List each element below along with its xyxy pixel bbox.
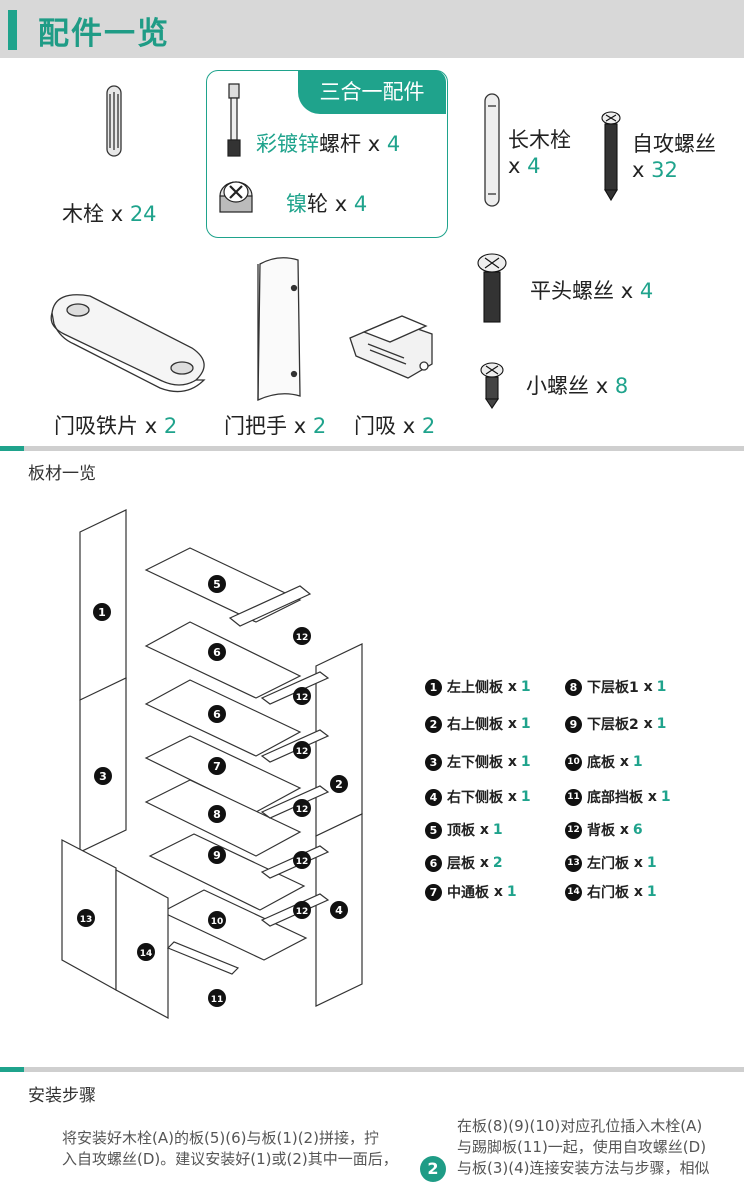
diagram-label: 1 bbox=[98, 606, 106, 619]
flat-head-screw-icon bbox=[477, 253, 507, 323]
header-accent-bar bbox=[8, 10, 17, 50]
flat-screw-label: 平头螺丝 x 4 bbox=[530, 279, 654, 303]
cam-label: 镍轮 x 4 bbox=[286, 192, 368, 216]
diagram-label: 8 bbox=[213, 808, 221, 821]
diagram-label: 13 bbox=[80, 915, 93, 925]
diagram-label: 2 bbox=[335, 778, 343, 791]
install-step-1: 将安装好木栓(A)的板(5)(6)与板(1)(2)拼接，拧 入自攻螺丝(D)。建… bbox=[62, 1129, 398, 1168]
page-title: 配件一览 bbox=[38, 16, 170, 52]
small-screw-label: 小螺丝 x 8 bbox=[526, 374, 629, 398]
diagram-label: 12 bbox=[296, 907, 309, 917]
door-handle-icon bbox=[257, 257, 301, 402]
bolt-label: 彩镀锌螺杆 x 4 bbox=[256, 132, 401, 156]
diagram-label: 12 bbox=[296, 805, 309, 815]
self-tapping-screw-icon bbox=[601, 111, 621, 202]
diagram-label: 3 bbox=[99, 770, 107, 783]
diagram-label: 4 bbox=[335, 904, 343, 917]
diagram-label: 12 bbox=[296, 633, 309, 643]
diagram-label: 12 bbox=[296, 857, 309, 867]
dowel-icon bbox=[106, 85, 122, 157]
magnet-plate-label: 门吸铁片 x 2 bbox=[54, 414, 178, 438]
combo-parts-tag: 三合一配件 bbox=[298, 70, 446, 114]
diagram-label: 5 bbox=[213, 578, 221, 591]
install-step-2: 在板(8)(9)(10)对应孔位插入木栓(A) 与踢脚板(11)一起，使用自攻螺… bbox=[457, 1117, 710, 1177]
diagram-label: 11 bbox=[211, 995, 224, 1005]
boards-section-title: 板材一览 bbox=[28, 464, 96, 484]
door-catch-icon bbox=[349, 315, 433, 379]
long-dowel-label: 长木栓 x 4 bbox=[508, 128, 571, 178]
section-divider bbox=[0, 446, 744, 451]
section-divider bbox=[0, 1067, 744, 1072]
step-number-badge: 2 bbox=[420, 1156, 446, 1182]
diagram-label: 10 bbox=[211, 917, 224, 927]
install-section-title: 安装步骤 bbox=[28, 1086, 96, 1106]
small-screw-icon bbox=[480, 362, 504, 409]
long-dowel-icon bbox=[484, 93, 500, 207]
magnet-plate-icon bbox=[50, 294, 206, 393]
handle-label: 门把手 x 2 bbox=[224, 414, 327, 438]
catch-label: 门吸 x 2 bbox=[354, 414, 436, 438]
diagram-label: 6 bbox=[213, 646, 221, 659]
diagram-label: 7 bbox=[213, 760, 221, 773]
diagram-label: 14 bbox=[140, 949, 153, 959]
section-header bbox=[0, 0, 744, 58]
dowel-label: 木栓 x 24 bbox=[62, 202, 157, 226]
diagram-label: 6 bbox=[213, 708, 221, 721]
bolt-icon bbox=[227, 83, 241, 157]
diagram-label: 12 bbox=[296, 747, 309, 757]
diagram-label: 12 bbox=[296, 693, 309, 703]
diagram-label: 9 bbox=[213, 849, 221, 862]
cam-lock-icon bbox=[219, 181, 253, 213]
self-screw-label: 自攻螺丝 x 32 bbox=[632, 132, 716, 182]
boards-exploded-diagram: 1 2 3 4 5 6 6 7 8 9 10 11 12 12 12 12 12… bbox=[61, 509, 363, 1020]
parts-illustrations bbox=[50, 83, 621, 409]
